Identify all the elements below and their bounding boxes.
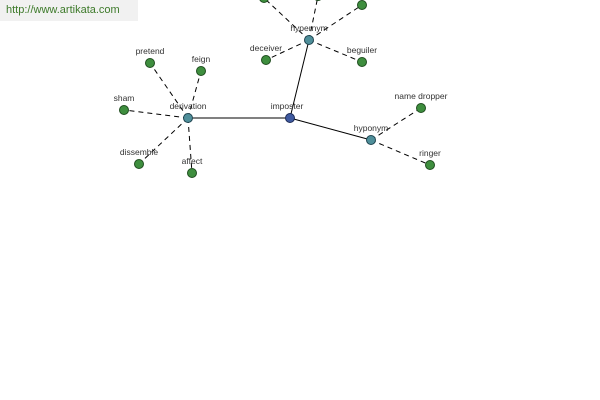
node-name-dropper[interactable] xyxy=(416,103,426,113)
label-pretend: pretend xyxy=(136,46,165,56)
node-beguiler[interactable] xyxy=(357,57,367,67)
node-affect[interactable] xyxy=(187,168,197,178)
label-hyponym: hyponym xyxy=(354,123,389,133)
label-hypernym: hypernym xyxy=(290,23,327,33)
edge-hypernym-leaf-2 xyxy=(308,4,363,41)
edge-hyponym-ringer xyxy=(370,139,431,166)
label-beguiler: beguiler xyxy=(347,45,377,55)
nodes xyxy=(119,0,435,178)
node-dissemble[interactable] xyxy=(134,159,144,169)
label-name-dropper: name dropper xyxy=(395,91,448,101)
edge-hypernym-beguiler xyxy=(308,39,363,63)
edge-derivation-pretend xyxy=(149,62,189,119)
node-hypernym-leaf-3[interactable] xyxy=(259,0,269,3)
node-feign[interactable] xyxy=(196,66,206,76)
node-root[interactable] xyxy=(285,113,295,123)
edge-root-hypernym xyxy=(289,39,310,119)
node-ringer[interactable] xyxy=(425,160,435,170)
node-hyponym[interactable] xyxy=(366,135,376,145)
source-link[interactable]: http://www.artikata.com xyxy=(0,0,138,21)
label-derivation: derivation xyxy=(170,101,207,111)
node-deceiver[interactable] xyxy=(261,55,271,65)
label-root: imposter xyxy=(271,101,304,111)
edge-derivation-dissemble xyxy=(138,117,189,165)
edge-hypernym-leaf-4 xyxy=(308,0,318,41)
node-hypernym-leaf-2[interactable] xyxy=(357,0,367,10)
edge-derivation-feign xyxy=(187,70,202,119)
edges xyxy=(123,0,431,174)
edge-derivation-sham xyxy=(123,109,189,119)
node-pretend[interactable] xyxy=(145,58,155,68)
edge-hypernym-leaf-3 xyxy=(265,0,310,41)
label-affect: affect xyxy=(182,156,203,166)
node-hypernym[interactable] xyxy=(304,35,314,45)
labels: hypernym deceiver beguiler derivation preten… xyxy=(114,23,448,166)
label-deceiver: deceiver xyxy=(250,43,282,53)
node-sham[interactable] xyxy=(119,105,129,115)
edge-root-hyponym xyxy=(289,117,372,141)
label-dissemble: dissemble xyxy=(120,147,159,157)
node-hypernym-leaf-4[interactable] xyxy=(314,0,323,1)
edge-derivation-affect xyxy=(187,117,193,174)
label-feign: feign xyxy=(192,54,211,64)
edge-hypernym-deceiver xyxy=(265,39,310,61)
node-derivation[interactable] xyxy=(183,113,193,123)
label-sham: sham xyxy=(114,93,135,103)
label-ringer: ringer xyxy=(419,148,441,158)
edge-hyponym-name-dropper xyxy=(370,107,422,141)
